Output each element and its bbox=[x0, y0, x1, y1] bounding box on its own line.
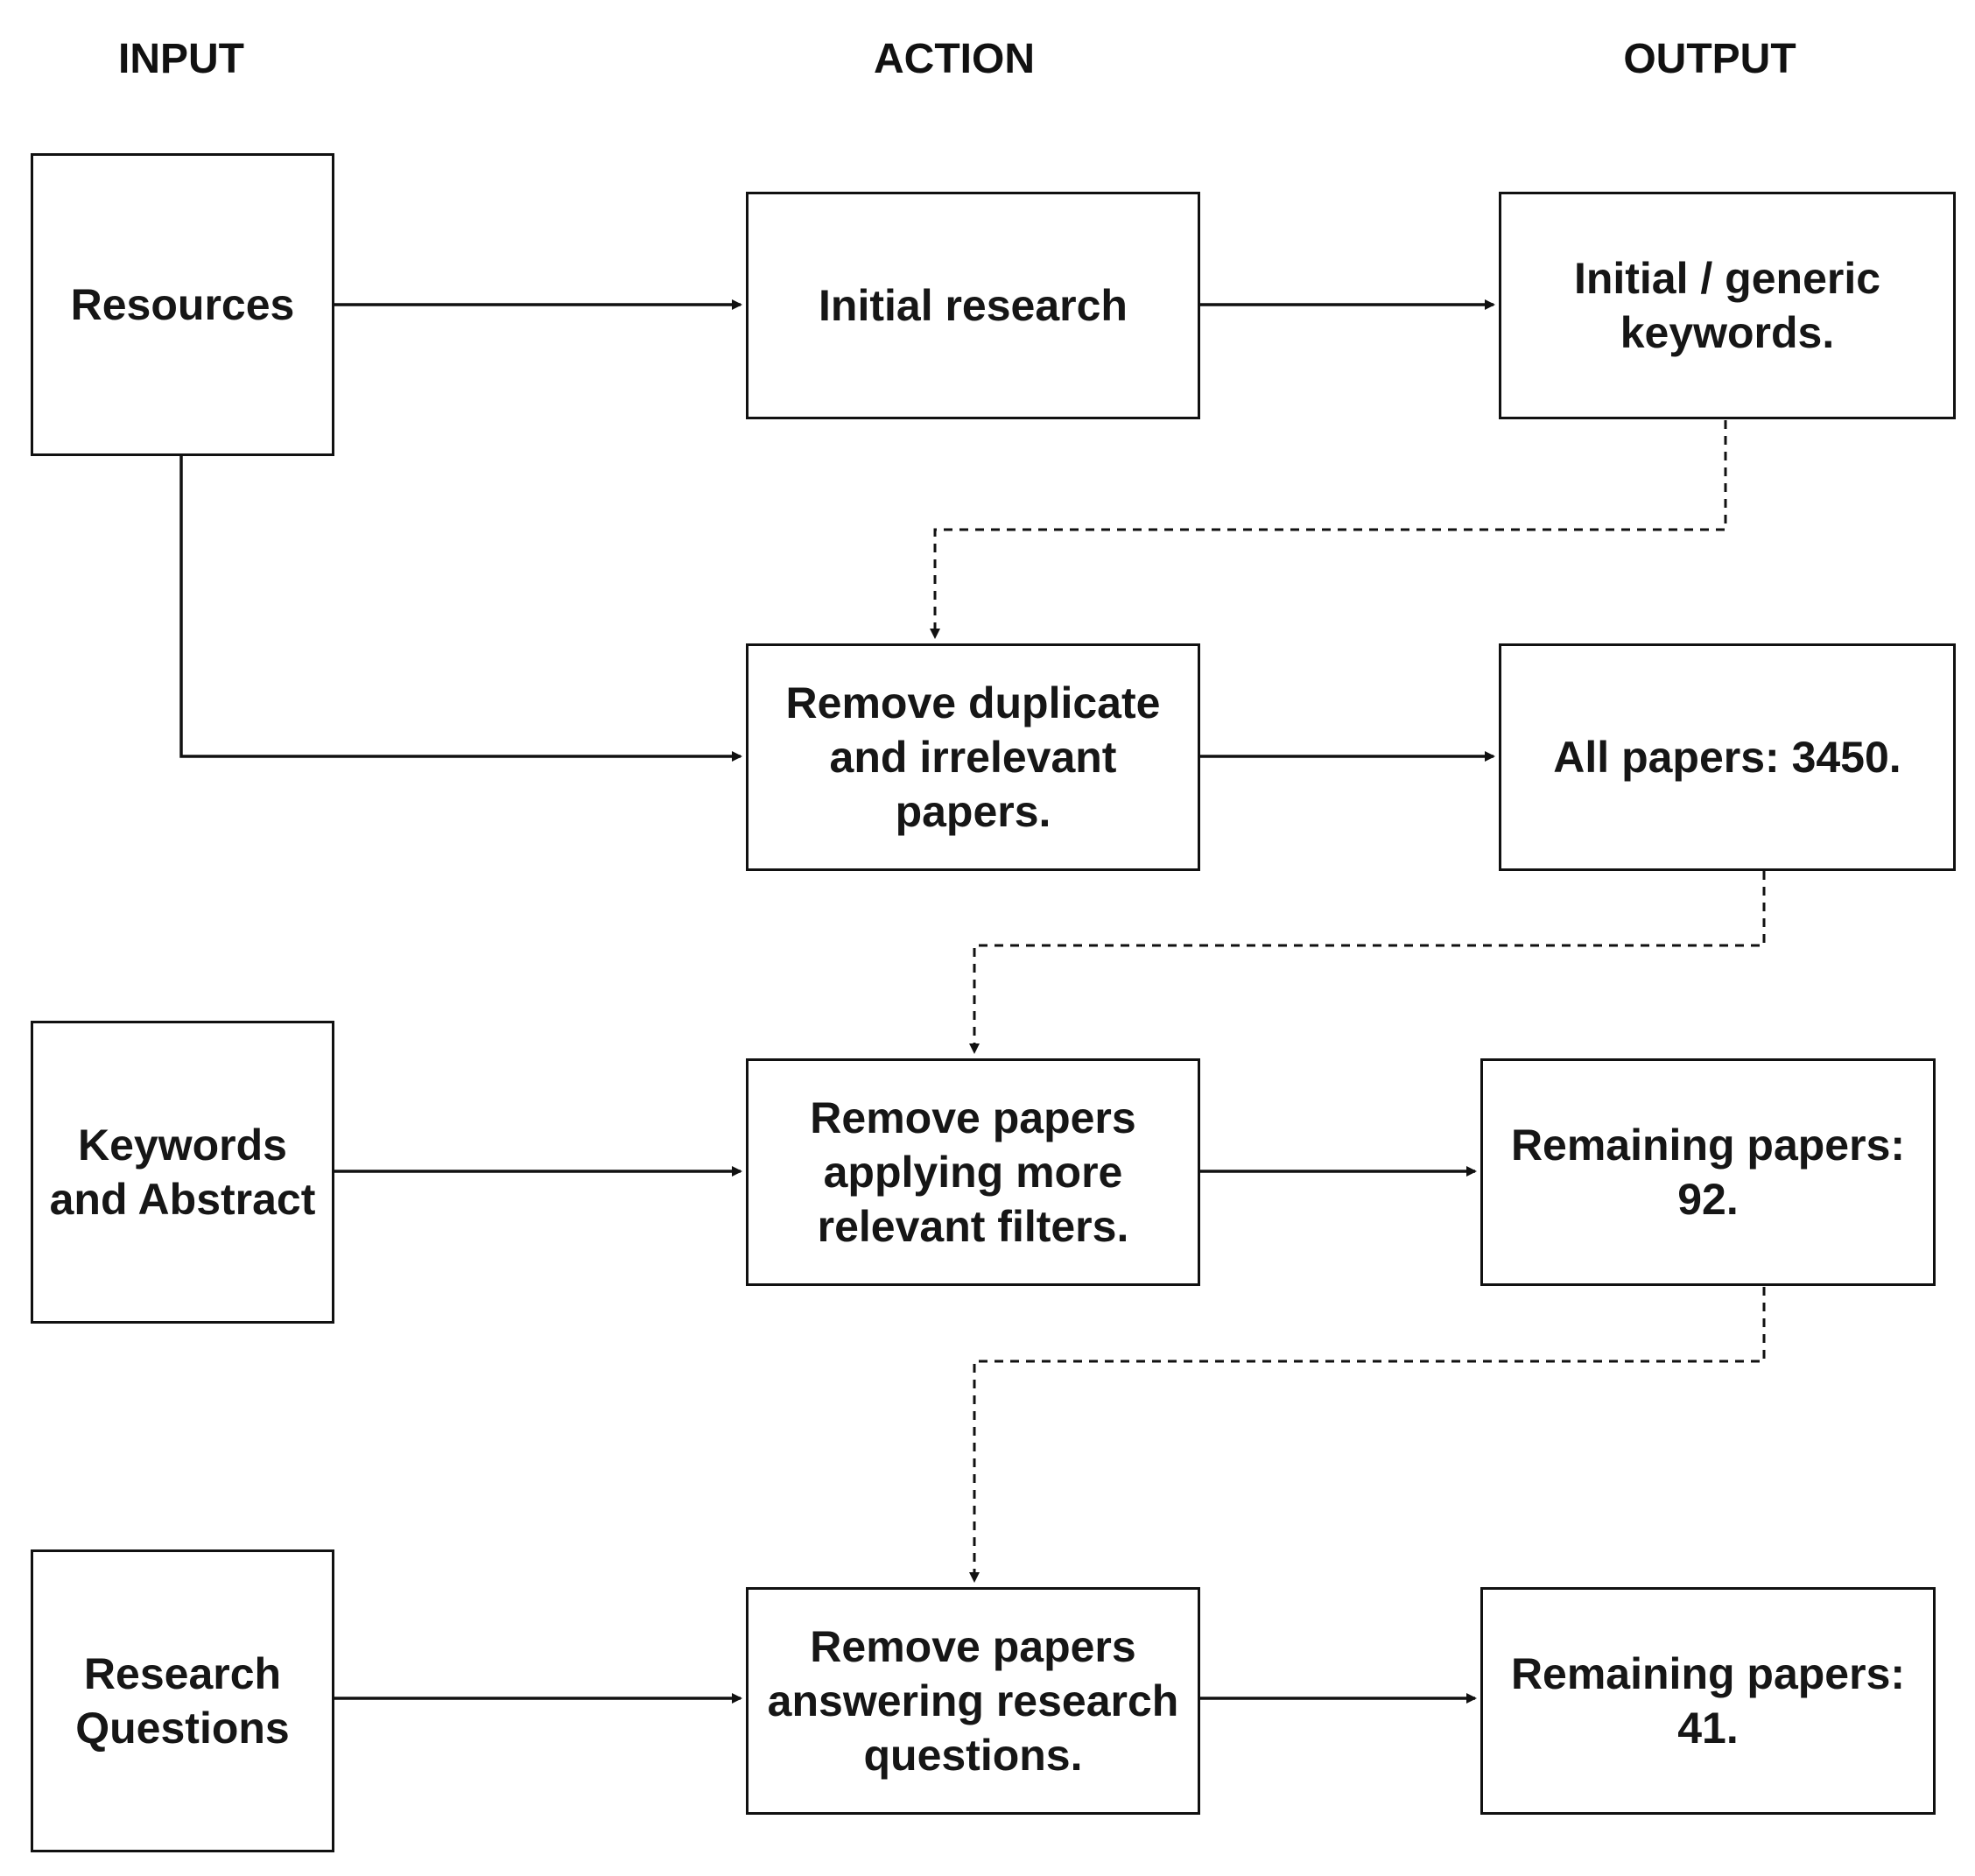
input-keywords-abstract-label: Keywords and Abstract bbox=[49, 1121, 316, 1224]
arrow-resources-to-remove-duplicate bbox=[179, 455, 742, 762]
output-all-papers-box: All papers: 3450. bbox=[1499, 643, 1956, 871]
output-keywords-box: Initial / generic keywords. bbox=[1499, 192, 1956, 419]
output-keywords-label: Initial / generic keywords. bbox=[1573, 254, 1881, 357]
input-keywords-abstract-box: Keywords and Abstract bbox=[31, 1021, 334, 1324]
dashed-arrow-all-papers-to-remove-filters bbox=[969, 871, 1766, 1054]
output-all-papers-label: All papers: 3450. bbox=[1553, 733, 1901, 782]
action-remove-duplicate-box: Remove duplicate and irrelevant papers. bbox=[746, 643, 1200, 871]
header-input: INPUT bbox=[118, 36, 244, 82]
input-resources-box: Resources bbox=[31, 153, 334, 456]
output-remaining-41-label: Remaining papers: 41. bbox=[1510, 1649, 1906, 1753]
input-resources-label: Resources bbox=[70, 280, 295, 329]
output-remaining-41-box: Remaining papers: 41. bbox=[1480, 1587, 1936, 1815]
action-remove-answering-label: Remove papers answering research questio… bbox=[767, 1622, 1179, 1780]
action-remove-filters-box: Remove papers applying more relevant fil… bbox=[746, 1058, 1200, 1286]
action-remove-duplicate-label: Remove duplicate and irrelevant papers. bbox=[785, 678, 1161, 836]
output-remaining-92-label: Remaining papers: 92. bbox=[1510, 1121, 1906, 1224]
input-research-questions-label: Research Questions bbox=[75, 1649, 290, 1753]
action-initial-research-box: Initial research bbox=[746, 192, 1200, 419]
output-remaining-92-box: Remaining papers: 92. bbox=[1480, 1058, 1936, 1286]
header-output: OUTPUT bbox=[1623, 36, 1796, 82]
action-remove-filters-label: Remove papers applying more relevant fil… bbox=[810, 1093, 1136, 1251]
dashed-arrow-remaining-92-to-remove-answering bbox=[969, 1287, 1766, 1583]
dashed-arrow-keywords-to-remove-duplicate bbox=[930, 420, 1727, 639]
header-action: ACTION bbox=[874, 36, 1035, 82]
input-research-questions-box: Research Questions bbox=[31, 1549, 334, 1852]
action-initial-research-label: Initial research bbox=[819, 281, 1128, 330]
action-remove-answering-box: Remove papers answering research questio… bbox=[746, 1587, 1200, 1815]
